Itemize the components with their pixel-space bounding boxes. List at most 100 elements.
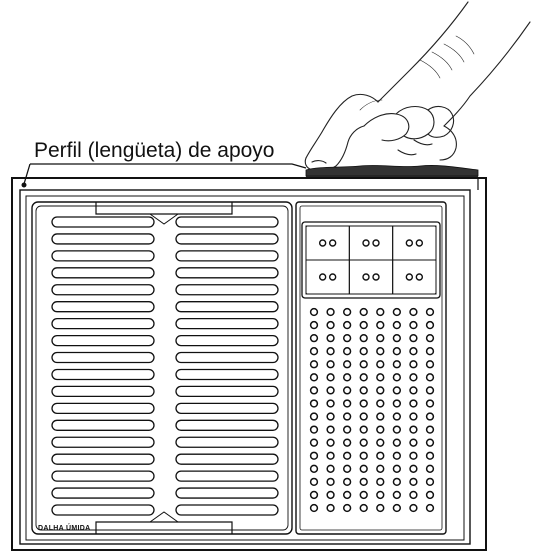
compartment-cell (392, 259, 437, 295)
grid-hole (342, 360, 352, 369)
compartment-hole (362, 239, 370, 247)
grid-hole (392, 425, 402, 434)
grid-hole (392, 438, 402, 447)
grid-hole (376, 464, 385, 473)
slot (175, 470, 279, 482)
grid-hole (392, 360, 402, 369)
grid-hole (309, 451, 319, 460)
slot (51, 436, 155, 448)
grid-hole (376, 451, 385, 460)
slot (51, 233, 155, 245)
grid-hole (425, 333, 435, 343)
slot (51, 250, 155, 262)
compartment-cell (348, 225, 394, 261)
grid-hole (359, 425, 368, 434)
grid-hole (359, 490, 368, 500)
grid-hole (392, 307, 402, 317)
grid-hole (425, 360, 435, 369)
drawer-frame (11, 176, 487, 551)
left-slot-panel (31, 201, 293, 535)
compartment-cell (305, 259, 350, 295)
grid-hole (376, 503, 385, 513)
grid-hole (326, 438, 335, 447)
grid-hole (409, 347, 418, 356)
slot (51, 419, 155, 431)
grid-hole (359, 320, 368, 330)
compartment-hole (362, 273, 370, 281)
grid-hole (309, 373, 319, 382)
grid-hole (409, 333, 418, 343)
grid-hole (326, 333, 335, 343)
compartment-hole (328, 273, 337, 281)
grid-hole (326, 477, 335, 487)
grid-hole (409, 386, 418, 395)
hand-pressing-icon (304, 1, 531, 172)
grid-hole (342, 438, 352, 447)
grid-hole (376, 490, 385, 500)
grid-hole (392, 333, 402, 343)
grid-hole (359, 451, 368, 460)
grid-hole (309, 360, 319, 369)
slot (51, 267, 155, 279)
compartment-cell (392, 225, 437, 261)
grid-hole (309, 490, 319, 500)
grid-hole (342, 333, 352, 343)
grid-hole (309, 386, 319, 395)
grid-hole (309, 333, 319, 343)
grid-hole (376, 307, 385, 317)
grid-hole (342, 503, 352, 513)
grid-hole (409, 360, 418, 369)
grid-hole (376, 425, 385, 434)
slot (51, 385, 155, 398)
grid-hole (425, 347, 435, 356)
slot (51, 301, 155, 313)
grid-hole (376, 373, 385, 382)
slot (175, 385, 279, 398)
compartment-hole (372, 273, 380, 281)
grid-hole (342, 490, 352, 500)
slot (175, 436, 279, 448)
grid-hole (392, 451, 402, 460)
grid-hole (359, 386, 368, 395)
slot (51, 334, 155, 347)
grid-hole (342, 399, 352, 408)
compartment-hole (318, 239, 327, 247)
tray-label: DALHA ÚMIDA (38, 523, 90, 532)
grid-hole (326, 412, 335, 421)
compartment-hole (415, 239, 424, 247)
slot (51, 402, 155, 415)
grid-hole (309, 399, 319, 408)
grid-hole (376, 347, 385, 356)
grid-hole (409, 399, 418, 408)
slot (175, 504, 279, 516)
grid-hole (326, 503, 335, 513)
grid-hole (359, 464, 368, 473)
callout-label: Perfil (lengüeta) de apoyo (34, 139, 275, 162)
slot (51, 504, 155, 516)
grid-hole (425, 373, 435, 382)
grid-hole (342, 477, 352, 487)
grid-hole (409, 451, 418, 460)
grid-hole (425, 320, 435, 330)
grid-hole (342, 307, 352, 317)
slot (51, 284, 155, 296)
grid-hole (409, 412, 418, 421)
slot (175, 487, 279, 499)
grid-hole (309, 503, 319, 513)
slot (175, 368, 279, 381)
grid-hole (309, 477, 319, 487)
grid-hole (425, 503, 435, 513)
grid-hole (392, 320, 402, 330)
compartment-cell (348, 259, 394, 295)
grid-hole (326, 425, 335, 434)
grid-hole (309, 307, 319, 317)
grid-hole (425, 438, 435, 447)
grid-hole (409, 373, 418, 382)
grid-hole (392, 373, 402, 382)
compartment-hole (405, 273, 414, 281)
grid-hole (359, 477, 368, 487)
slot (51, 487, 155, 499)
grid-hole (342, 386, 352, 395)
grid-hole (425, 399, 435, 408)
grid-hole (376, 320, 385, 330)
